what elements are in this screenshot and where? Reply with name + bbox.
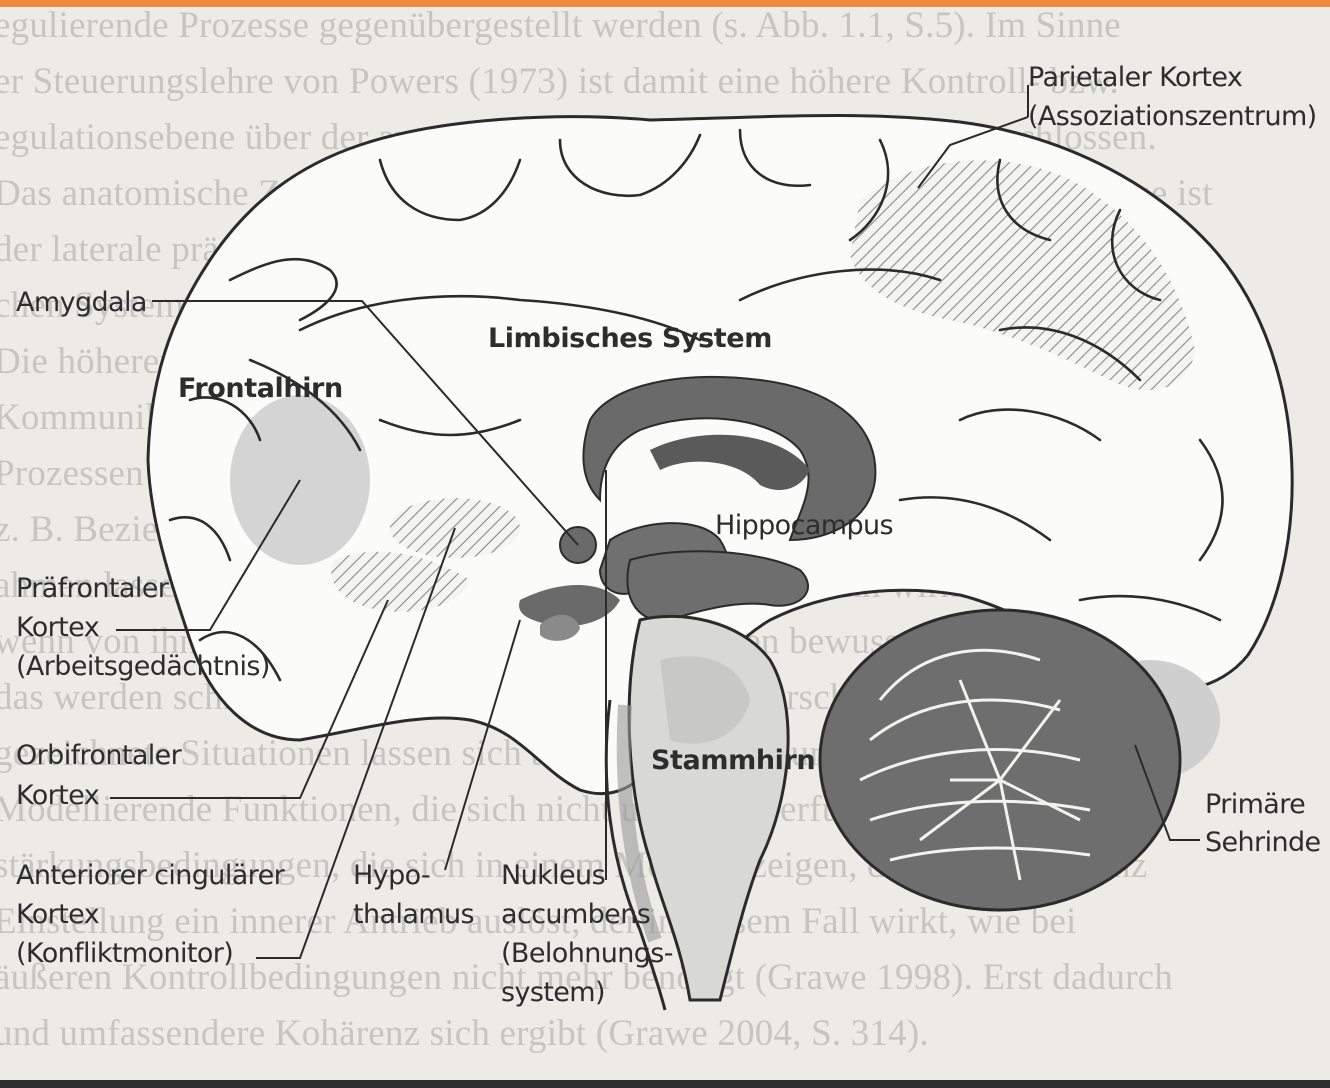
label-prefrontal-cortex-3: (Arbeitsgedächtnis)	[16, 646, 270, 687]
label-hypothalamus: Hypo-	[353, 855, 430, 896]
label-amygdala: Amygdala	[16, 282, 147, 323]
label-nucleus-accumbens-3: (Belohnungs-	[501, 933, 673, 974]
label-anterior-cingulate-3: (Konfliktmonitor)	[16, 933, 233, 974]
label-hippocampus: Hippocampus	[715, 505, 893, 546]
label-visual-cortex: Primäre	[1205, 784, 1305, 825]
label-brainstem: Stammhirn	[651, 740, 815, 781]
cerebellum-shape	[820, 610, 1180, 910]
label-prefrontal-cortex-2: Kortex	[16, 607, 99, 648]
label-orbitofrontal-cortex-2: Kortex	[16, 775, 99, 816]
label-nucleus-accumbens: Nukleus	[501, 855, 605, 896]
label-parietal-cortex: Parietaler Kortex	[1028, 57, 1242, 98]
label-nucleus-accumbens-2: accumbens	[501, 894, 650, 935]
label-parietal-cortex-sub: (Assoziationszentrum)	[1028, 96, 1317, 137]
label-frontal-lobe: Frontalhirn	[178, 368, 343, 409]
label-anterior-cingulate-2: Kortex	[16, 894, 99, 935]
label-anterior-cingulate: Anteriorer cingulärer	[16, 855, 284, 896]
label-limbic-system: Limbisches System	[488, 318, 772, 359]
label-nucleus-accumbens-4: system)	[501, 972, 605, 1013]
label-visual-cortex-2: Sehrinde	[1205, 822, 1321, 863]
label-prefrontal-cortex: Präfrontaler	[16, 568, 168, 609]
label-hypothalamus-2: thalamus	[353, 894, 474, 935]
label-orbitofrontal-cortex: Orbifrontaler	[16, 735, 181, 776]
bottom-bar	[0, 1080, 1330, 1088]
